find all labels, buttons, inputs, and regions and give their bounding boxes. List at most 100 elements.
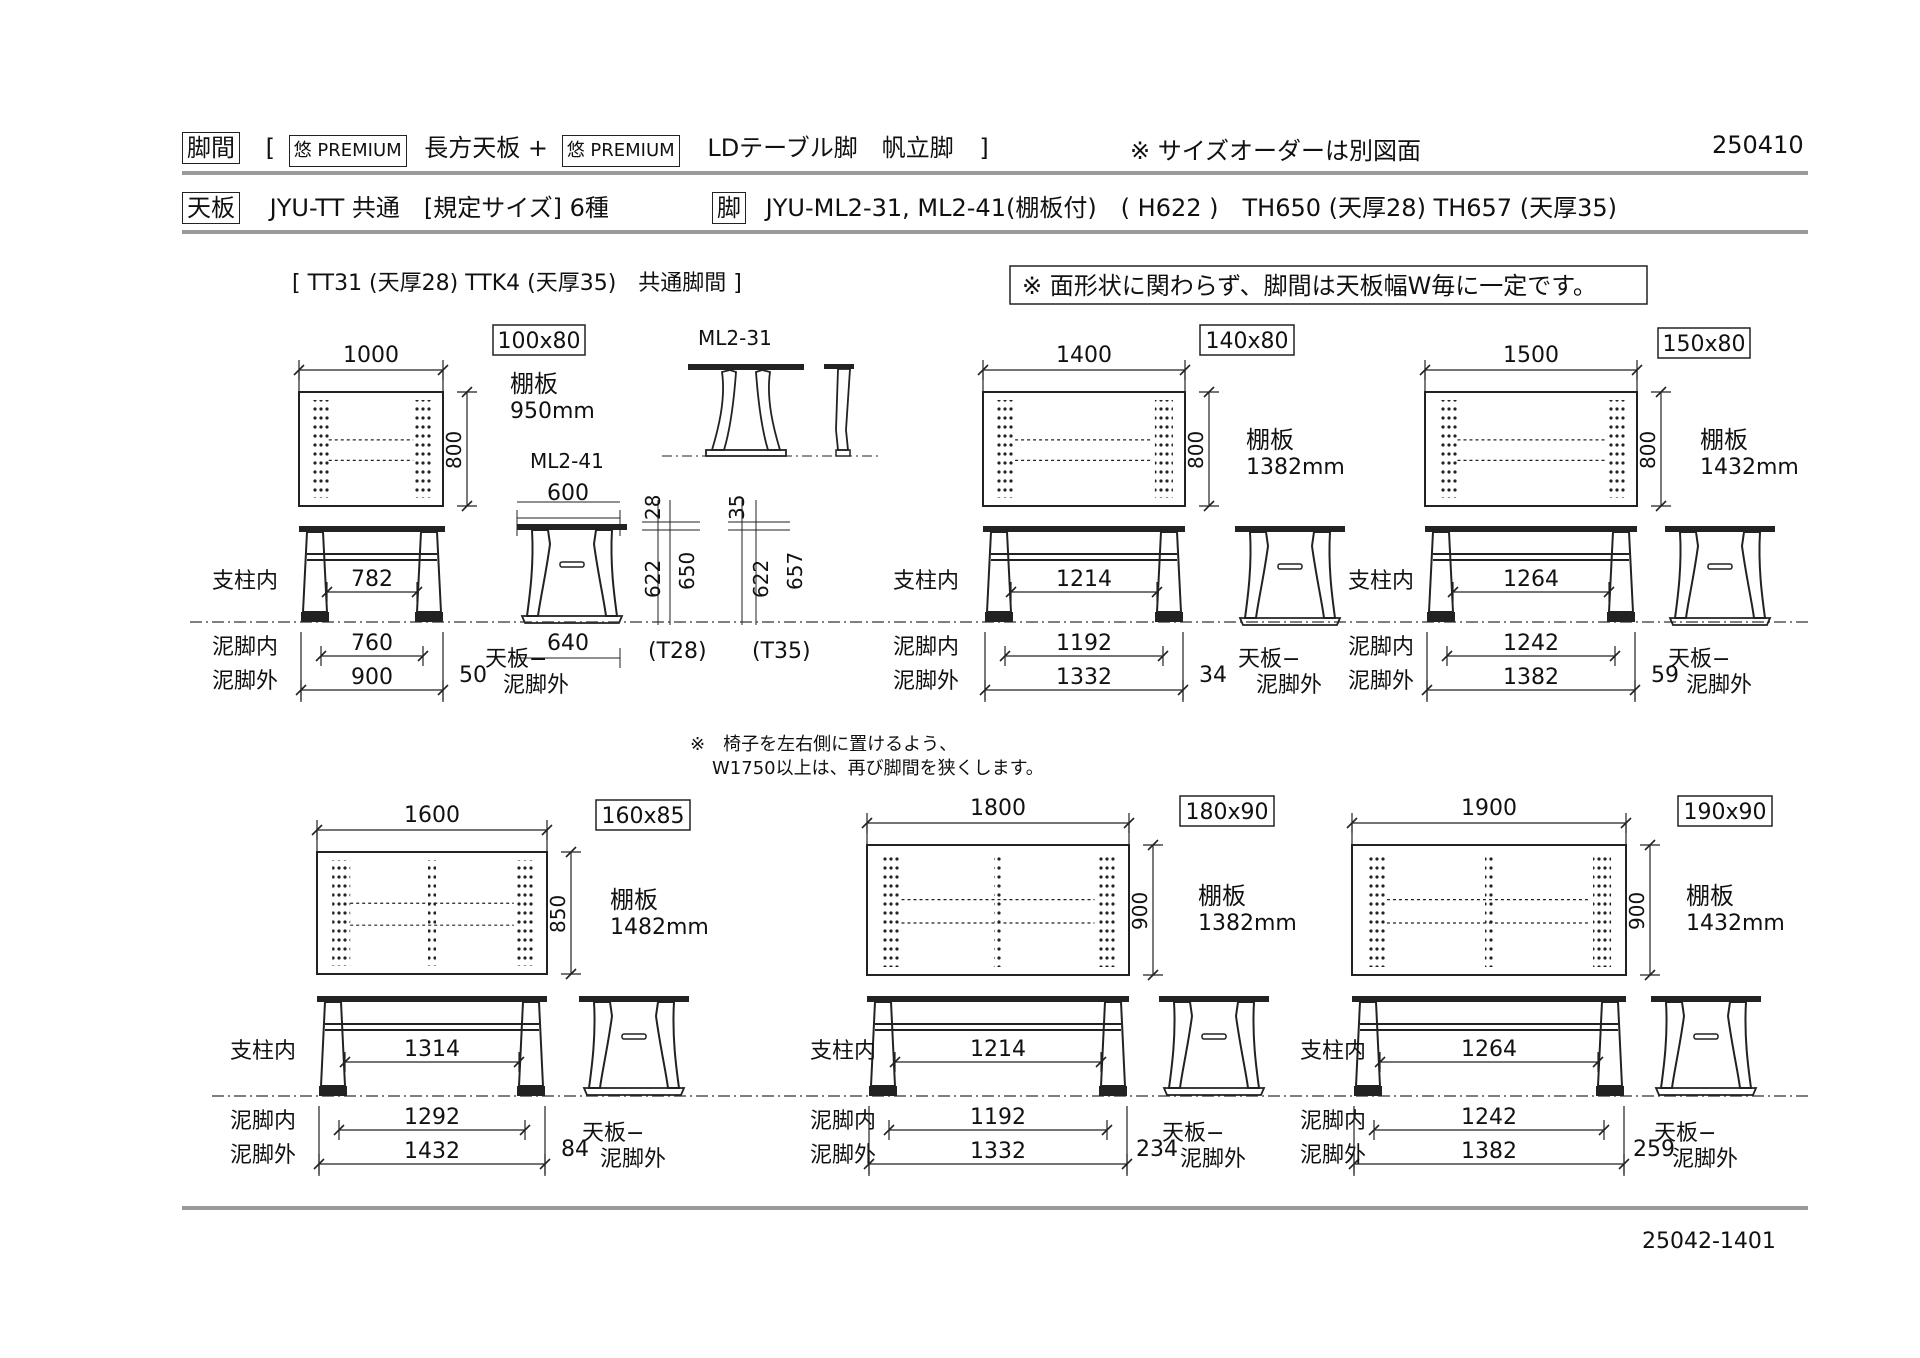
mud-inner-dimension: 760 xyxy=(351,631,393,656)
size-order-note: ※ サイズオーダーは別図面 xyxy=(1130,137,1422,165)
leg-fixing-pattern xyxy=(415,400,434,498)
mud-inner-dimension: 1192 xyxy=(1056,631,1112,656)
leg-post xyxy=(1607,531,1635,613)
side-leg-elevation xyxy=(578,995,690,1096)
top-mud-label-line1: 天板− xyxy=(1238,647,1300,672)
chair-note-line2: W1750以上は、再び脚間を狭くします。 xyxy=(712,758,1044,779)
width-dimension: 1600 xyxy=(404,803,460,828)
post-inner-dimension: 1314 xyxy=(404,1037,460,1062)
post-inner-dimension: 1264 xyxy=(1503,567,1559,592)
leg-fixing-pattern xyxy=(1439,400,1458,498)
mud-inner-dimension: 1242 xyxy=(1461,1105,1517,1130)
chair-note-line1: ※ 椅子を左右側に置けるよう、 xyxy=(690,734,957,755)
top-mud-label-line2: 泥脚外 xyxy=(1672,1147,1738,1172)
post-inner-label: 支柱内 xyxy=(1300,1039,1366,1064)
leg-foot xyxy=(1427,612,1455,622)
top-mud-label-line1: 天板− xyxy=(1668,647,1730,672)
size-code: 140x80 xyxy=(1205,329,1288,354)
overhang-dimension: 34 xyxy=(1199,663,1227,688)
bracket-close: ] xyxy=(979,134,989,162)
leg-fixing-pattern xyxy=(1368,853,1387,967)
overhang-dimension: 84 xyxy=(561,1137,589,1162)
ml2-41-elevation xyxy=(511,500,790,668)
mud-inner-label: 泥脚内 xyxy=(893,635,959,660)
leg-spec: JYU-ML2-31, ML2-41(棚板付) ( H622 ) TH650 (… xyxy=(765,194,1617,222)
leg-fixing-pattern xyxy=(1154,400,1173,498)
post-inner-label: 支柱内 xyxy=(1348,569,1414,594)
leg-top-width: 600 xyxy=(547,481,589,506)
common-note: [ TT31 (天厚28) TTK4 (天厚35) 共通脚間 ] xyxy=(292,271,742,296)
shelf-length: 1482mm xyxy=(610,915,709,940)
tabletop-plan xyxy=(316,851,548,975)
product-leg: LDテーブル脚 帆立脚 xyxy=(707,134,954,162)
overhang-dimension: 259 xyxy=(1633,1137,1675,1162)
leg-foot xyxy=(1099,1086,1127,1096)
mud-outer-dimension: 900 xyxy=(351,665,393,690)
width-dimension: 1000 xyxy=(343,343,399,368)
top-mud-label-line2: 泥脚外 xyxy=(503,673,569,698)
post-inner-dimension: 1214 xyxy=(1056,567,1112,592)
tabletop-plan xyxy=(1351,844,1627,976)
post-inner-label: 支柱内 xyxy=(212,569,278,594)
side-leg-elevation xyxy=(1650,995,1762,1096)
shelf-label: 棚板 xyxy=(1246,426,1294,454)
mud-inner-dimension: 1242 xyxy=(1503,631,1559,656)
leg-fixing-pattern xyxy=(515,860,534,966)
shelf-length: 1432mm xyxy=(1700,455,1799,480)
leg-post xyxy=(1596,1001,1624,1087)
mud-outer-dimension: 1432 xyxy=(404,1139,460,1164)
mud-outer-label: 泥脚外 xyxy=(810,1143,876,1168)
leg-post xyxy=(1099,1001,1127,1087)
mud-outer-label: 泥脚外 xyxy=(212,669,278,694)
size-code-box xyxy=(1179,795,1275,827)
size-code: 150x80 xyxy=(1662,332,1745,357)
leg-foot xyxy=(1596,1086,1624,1096)
side-leg-elevation xyxy=(1234,525,1346,626)
kyakkan-label: 脚間 xyxy=(182,132,240,164)
ml2-41-label: ML2-41 xyxy=(530,449,604,473)
depth-dimension: 900 xyxy=(1625,892,1649,930)
leg-post xyxy=(1427,531,1455,613)
leg-post xyxy=(415,531,443,613)
tabletop-elevation xyxy=(317,996,547,1002)
mud-outer-label: 泥脚外 xyxy=(1348,669,1414,694)
height-622-b: 622 xyxy=(749,560,773,598)
post-inner-dimension: 1264 xyxy=(1461,1037,1517,1062)
leg-fixing-pattern xyxy=(1485,853,1493,967)
tabletop-plan xyxy=(298,391,444,507)
top-mud-label-line2: 泥脚外 xyxy=(1180,1147,1246,1172)
depth-dimension: 800 xyxy=(1636,431,1660,469)
overhang-dimension: 50 xyxy=(459,663,487,688)
tabletop-plan xyxy=(982,391,1186,507)
size-code-box xyxy=(1657,327,1751,359)
post-inner-label: 支柱内 xyxy=(893,569,959,594)
leg-fixing-pattern xyxy=(1096,853,1115,967)
leg-foot xyxy=(869,1086,897,1096)
leg-fixing-pattern xyxy=(997,400,1016,498)
leg-foot xyxy=(517,1086,545,1096)
tabletop-plan xyxy=(1424,391,1638,507)
leg-foot xyxy=(415,612,443,622)
tabletop-elevation xyxy=(299,526,445,532)
top-mud-label-line2: 泥脚外 xyxy=(1686,673,1752,698)
size-code: 190x90 xyxy=(1683,800,1766,825)
ml2-31-side-view xyxy=(824,364,854,457)
leg-fixing-pattern xyxy=(1593,853,1612,967)
size-code: 180x90 xyxy=(1185,800,1268,825)
leg-foot xyxy=(985,612,1013,622)
mud-inner-dimension: 1292 xyxy=(404,1105,460,1130)
leg-post xyxy=(517,1001,545,1087)
top-mud-label-line1: 天板− xyxy=(485,647,547,672)
leg-fixing-pattern xyxy=(332,860,351,966)
tabletop-plan xyxy=(866,844,1130,976)
leg-foot xyxy=(1607,612,1635,622)
leg-fixing-pattern xyxy=(1606,400,1625,498)
overhang-dimension: 59 xyxy=(1651,663,1679,688)
tenban-label: 天板 xyxy=(182,192,240,224)
mud-outer-label: 泥脚外 xyxy=(230,1143,296,1168)
leg-foot xyxy=(1354,1086,1382,1096)
